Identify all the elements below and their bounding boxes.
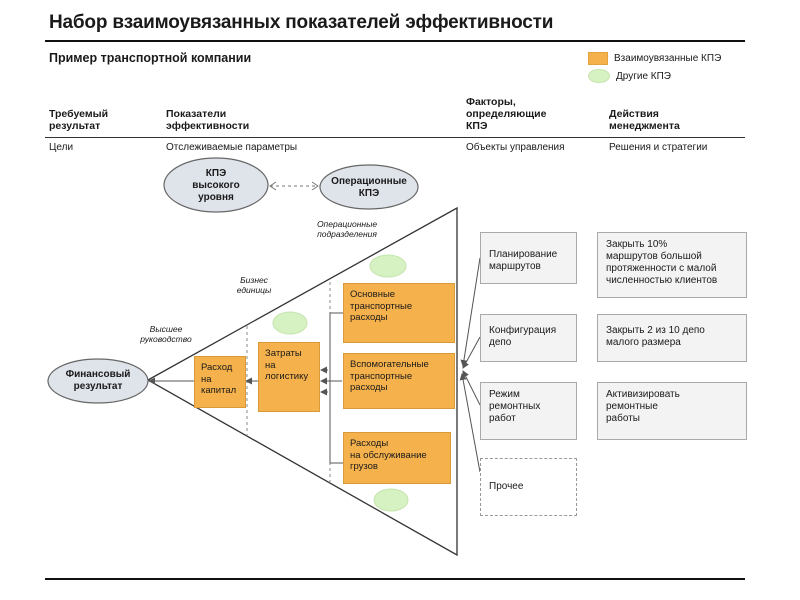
action-intensify-repairs: Активизировать ремонтные работы [597, 382, 747, 440]
column-heading-factors: Факторы, определяющие КПЭ [466, 96, 547, 132]
action-close-depots: Закрыть 2 из 10 депо малого размера [597, 314, 747, 362]
column-sub-kpi: Отслеживаемые параметры [166, 142, 298, 153]
level-label-business-units: Бизнес единицы [236, 275, 272, 295]
column-sub-factors: Объекты управления [466, 142, 565, 153]
kpi-logistics: Затраты на логистику [258, 342, 320, 412]
legend-other-swatch [588, 69, 610, 83]
factor-other: Прочее [480, 458, 577, 516]
kpi-cargo-service: Расходы на обслуживание грузов [343, 432, 451, 484]
level-label-operational-units: Операционные подразделения [316, 219, 378, 239]
factor-repair-mode: Режим ремонтных работ [480, 382, 577, 440]
factor-fan-arrows [459, 257, 481, 473]
legend-linked: Взаимоувязанные КПЭ [588, 52, 721, 65]
action-close-routes: Закрыть 10% маршрутов большой протяженно… [597, 232, 747, 298]
page-title: Набор взаимоувязанных показателей эффект… [49, 12, 554, 33]
level-label-top-management: Высшее руководство [140, 324, 192, 344]
financial-result-label: Финансовый результат [65, 369, 131, 392]
other-kpi-oval [373, 488, 409, 512]
factor-route-planning: Планирование маршрутов [480, 232, 577, 284]
kpi-main-transport: Основные транспортные расходы [343, 283, 455, 343]
legend-other-label: Другие КПЭ [616, 70, 671, 82]
header-rule [45, 137, 745, 138]
bracket-level3 [329, 312, 343, 464]
page-subtitle: Пример транспортной компании [49, 51, 252, 65]
top-kpi-oval [163, 157, 269, 213]
column-sub-result: Цели [49, 142, 74, 153]
kpi-aux-transport: Вспомогательные транспортные расходы [343, 353, 455, 409]
other-kpi-oval [272, 311, 308, 335]
other-kpi-oval [369, 254, 407, 278]
bottom-rule [45, 578, 745, 580]
title-rule [45, 40, 745, 42]
factor-depot-config: Конфигурация депо [480, 314, 577, 362]
legend-linked-label: Взаимоувязанные КПЭ [614, 53, 722, 64]
column-heading-kpi: Показатели эффективности [166, 108, 250, 132]
operational-kpi-label: Операционные КПЭ [331, 176, 407, 199]
operational-kpi-oval [319, 164, 419, 210]
legend-linked-swatch [588, 52, 608, 65]
column-heading-actions: Действия менеджмента [609, 108, 680, 132]
legend-other: Другие КПЭ [588, 69, 671, 83]
column-sub-actions: Решения и стратегии [609, 142, 708, 153]
column-heading-result: Требуемый результат [49, 108, 109, 132]
kpi-capex: Расход на капитал [194, 356, 246, 408]
top-kpi-label: КПЭ высокого уровня [192, 168, 240, 203]
